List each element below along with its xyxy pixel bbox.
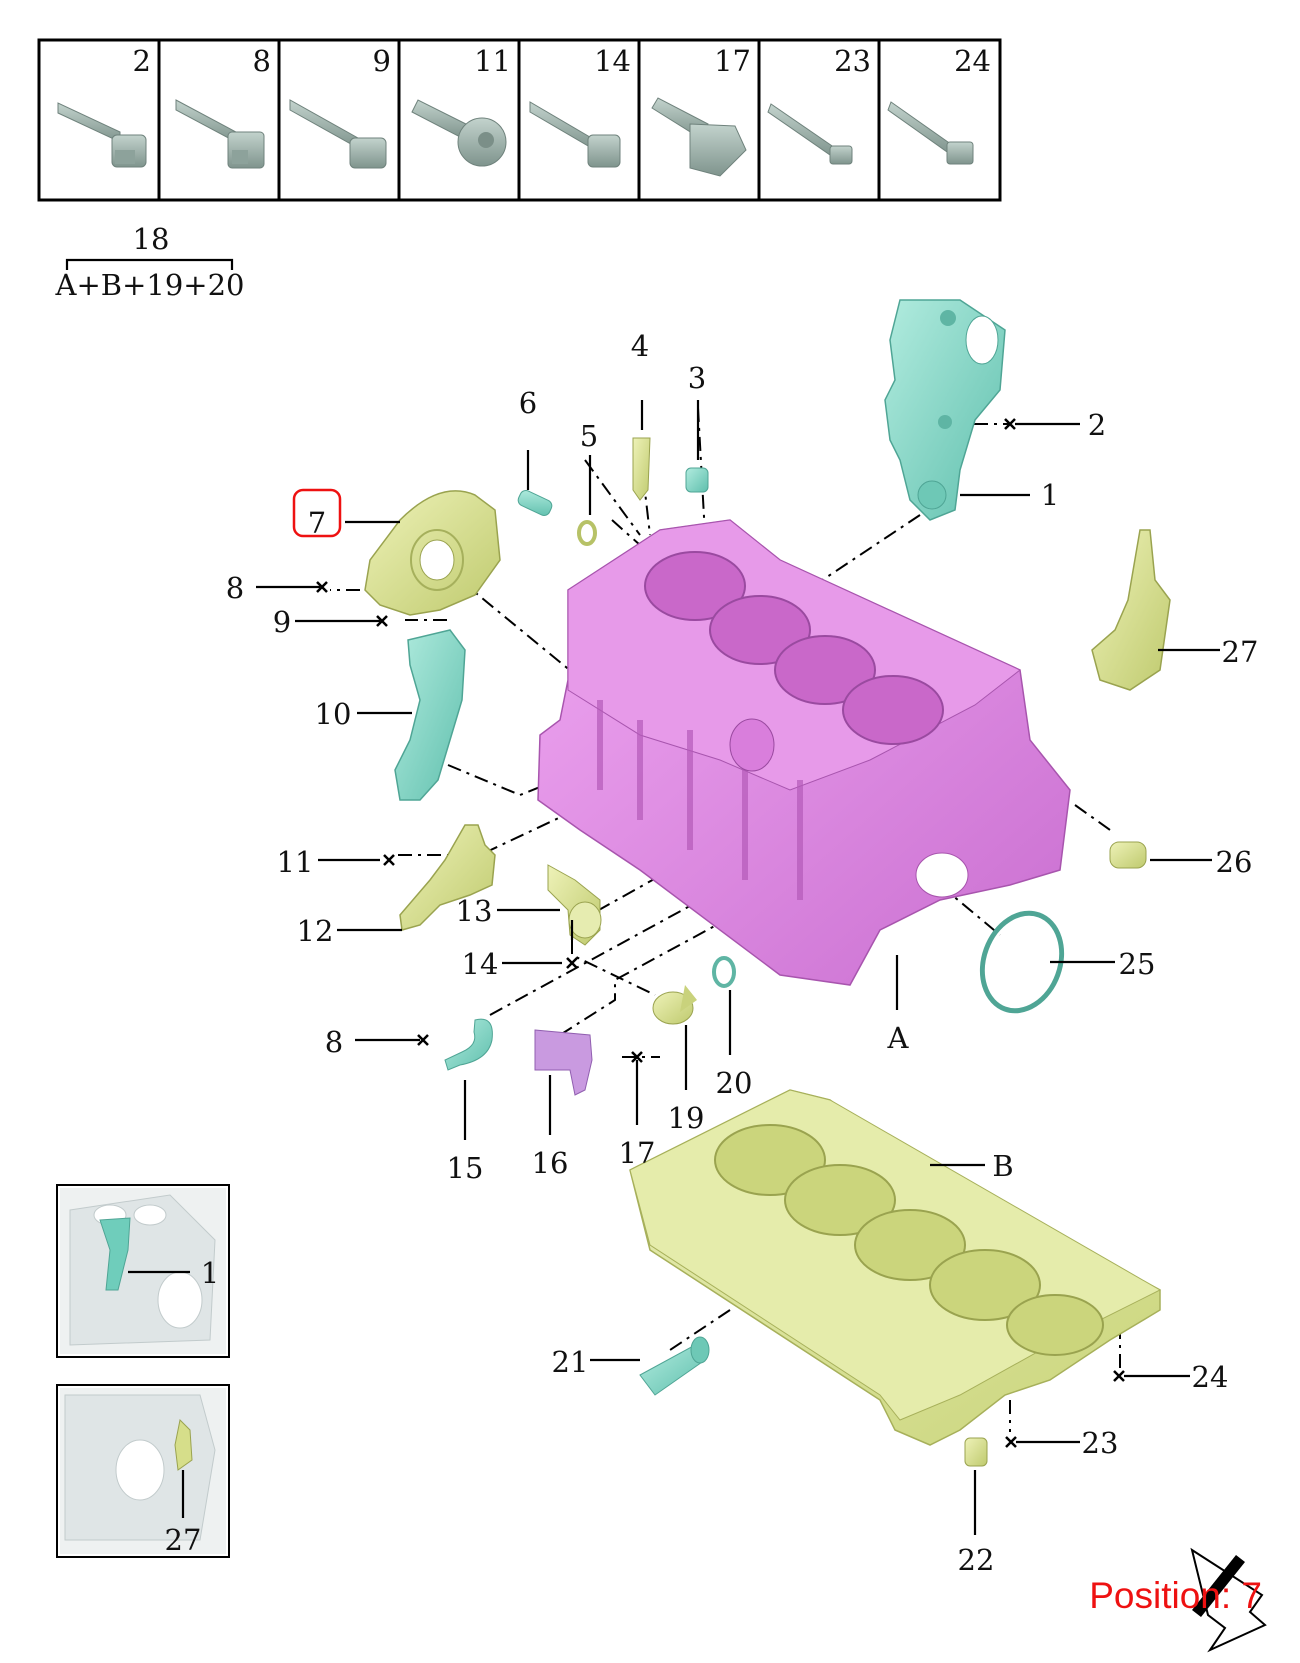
hardware-table: 2 8 9 11 14 17 23 24 <box>37 38 1002 202</box>
callout-9[interactable]: 9 <box>273 605 291 639</box>
callout-17[interactable]: 17 <box>619 1136 656 1170</box>
hardware-cell-number: 2 <box>133 44 151 78</box>
callout-8[interactable]: 8 <box>325 1025 343 1059</box>
part-valve[interactable] <box>516 489 554 518</box>
callout-5[interactable]: 5 <box>580 419 598 453</box>
bolt-icon[interactable] <box>57 102 147 168</box>
bedplate[interactable] <box>629 1089 1162 1446</box>
callout-11[interactable]: 11 <box>277 845 314 879</box>
callout-16[interactable]: 16 <box>532 1146 569 1180</box>
part-dowel-sleeve[interactable] <box>685 467 709 493</box>
fastener-markers <box>316 418 1125 1448</box>
bolt-icon[interactable] <box>175 99 265 169</box>
hardware-cell-number: 17 <box>714 44 751 78</box>
part-bracket-12[interactable] <box>399 824 496 931</box>
part-o-ring-5[interactable] <box>577 520 597 546</box>
part-engine-mount-bracket[interactable] <box>884 299 1006 521</box>
callout-24[interactable]: 24 <box>1192 1360 1229 1394</box>
long-bolt-icon[interactable] <box>767 103 853 165</box>
callout-4[interactable]: 4 <box>631 329 649 363</box>
inset-2-label: 27 <box>165 1523 202 1557</box>
position-label: Position: 7 <box>1089 1575 1262 1616</box>
callout-27[interactable]: 27 <box>1222 635 1259 669</box>
hardware-cell-number: 23 <box>834 44 871 78</box>
part-screw-plug[interactable] <box>652 985 697 1025</box>
kit-label: 18 A+B+19+20 <box>55 222 245 302</box>
torx-bolt-icon[interactable] <box>411 99 507 167</box>
callout-26[interactable]: 26 <box>1216 845 1253 879</box>
flange-bolt-icon[interactable] <box>651 97 747 177</box>
selected-callout-highlight <box>292 488 342 538</box>
callout-1[interactable]: 1 <box>1041 478 1059 512</box>
callout-21[interactable]: 21 <box>552 1345 589 1379</box>
kit-contents: A+B+19+20 <box>55 268 245 302</box>
part-sensor-13[interactable] <box>547 864 602 946</box>
callout-20[interactable]: 20 <box>716 1066 753 1100</box>
part-bracket-10[interactable] <box>394 629 466 801</box>
callout-12[interactable]: 12 <box>297 914 334 948</box>
callout-10[interactable]: 10 <box>315 697 352 731</box>
cylinder-block[interactable] <box>537 519 1071 986</box>
kit-number: 18 <box>133 222 170 256</box>
inset-thumbnail-1[interactable]: 1 <box>56 1184 230 1358</box>
callout-7[interactable]: 7 <box>308 506 326 540</box>
part-cover-7[interactable] <box>364 490 501 616</box>
callout-22[interactable]: 22 <box>958 1543 995 1577</box>
callout-B[interactable]: B <box>992 1149 1013 1183</box>
hardware-cell-number: 8 <box>253 44 271 78</box>
hardware-cell-number: 24 <box>954 44 991 78</box>
part-bracket-27[interactable] <box>1091 529 1171 691</box>
callout-19[interactable]: 19 <box>668 1101 705 1135</box>
position-indicator: Position: 7 <box>1089 1547 1267 1653</box>
callout-13[interactable]: 13 <box>456 894 493 928</box>
bolt-icon[interactable] <box>289 99 387 169</box>
callout-23[interactable]: 23 <box>1082 1426 1119 1460</box>
callouts: 1 2 3 4 5 6 7 8 9 10 11 12 13 14 8 15 16… <box>226 329 1259 1577</box>
callout-6[interactable]: 6 <box>519 386 537 420</box>
bolt-icon[interactable] <box>529 101 621 168</box>
part-hook-15[interactable] <box>444 1018 493 1071</box>
callout-25[interactable]: 25 <box>1119 947 1156 981</box>
part-bracket-16[interactable] <box>534 1029 593 1096</box>
compass-arrow-icon <box>1190 1547 1267 1653</box>
callout-A[interactable]: A <box>887 1021 910 1055</box>
leader-lines <box>256 400 1220 1535</box>
long-bolt-icon[interactable] <box>887 101 974 165</box>
callout-8[interactable]: 8 <box>226 571 244 605</box>
part-oil-nozzle[interactable] <box>632 437 651 501</box>
part-sleeve-26[interactable] <box>1109 841 1147 869</box>
part-seal-ring-20[interactable] <box>712 956 736 988</box>
part-sensor-21[interactable] <box>639 1336 710 1396</box>
inset-thumbnail-2[interactable]: 27 <box>56 1384 230 1558</box>
callout-14[interactable]: 14 <box>462 947 499 981</box>
callout-15[interactable]: 15 <box>447 1151 484 1185</box>
hardware-cell-number: 9 <box>373 44 391 78</box>
inset-1-label: 1 <box>201 1256 219 1290</box>
hardware-cell-number: 14 <box>594 44 631 78</box>
hardware-cell-number: 11 <box>474 44 511 78</box>
part-sleeve-22[interactable] <box>964 1437 988 1467</box>
part-o-ring-25[interactable] <box>969 902 1075 1022</box>
callout-3[interactable]: 3 <box>688 361 706 395</box>
callout-2[interactable]: 2 <box>1088 408 1106 442</box>
